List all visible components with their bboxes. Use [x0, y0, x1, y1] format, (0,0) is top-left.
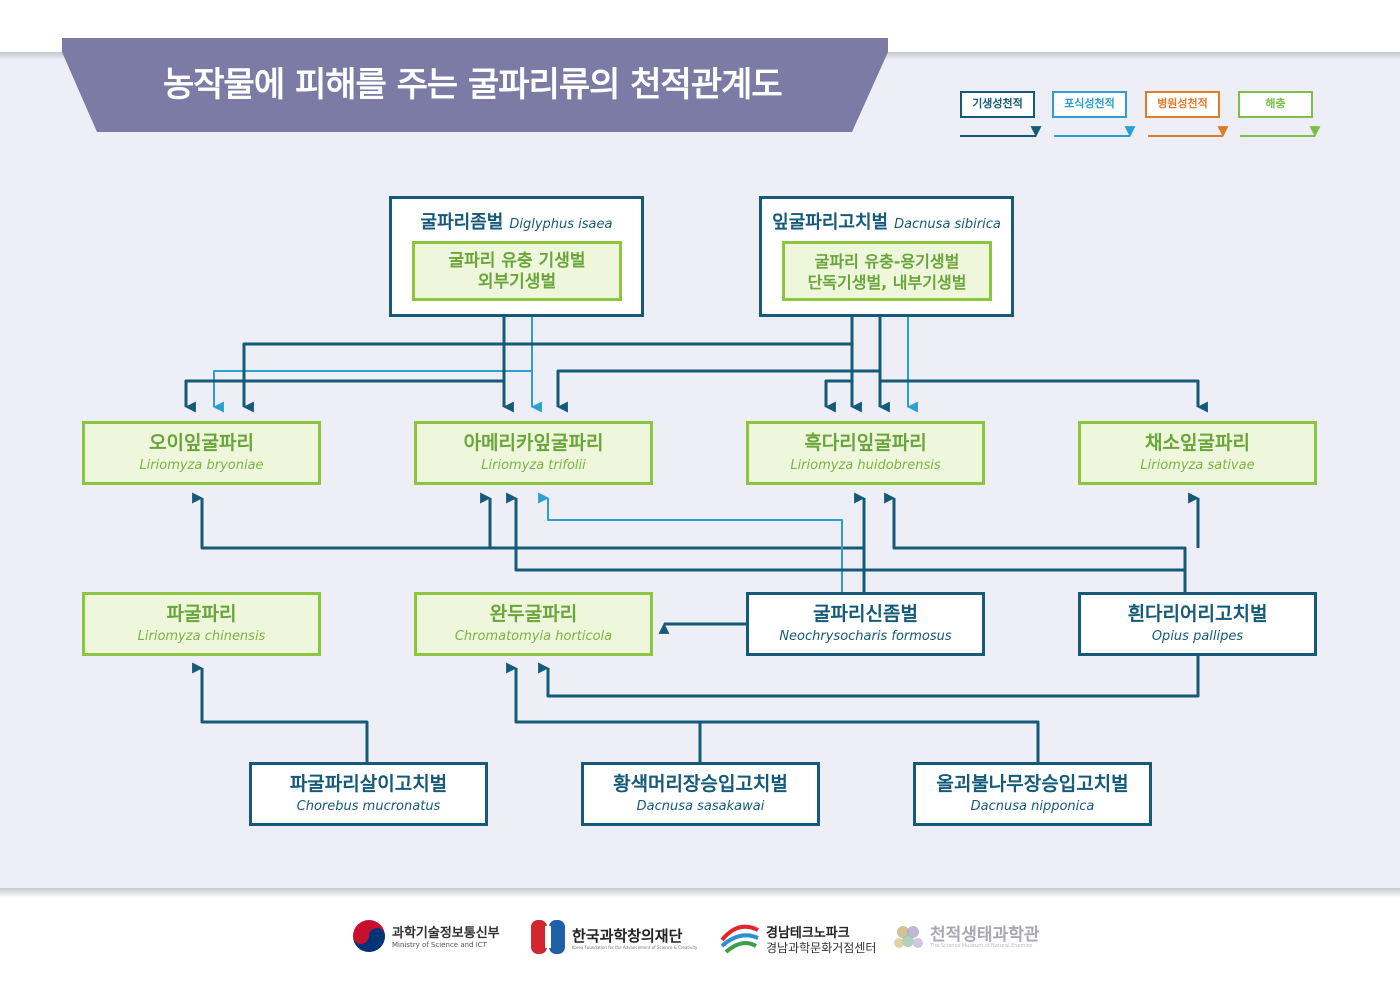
pest-sci: Liriomyza huidobrensis — [790, 458, 941, 473]
museum-en: The Science Museum of Natural Enemies — [930, 943, 1033, 949]
legend-parasitic-label: 기생성천적 — [972, 97, 1023, 110]
pest-liriomyza-huidobrensis: 흑다리잎굴파리 Liriomyza huidobrensis — [746, 421, 985, 485]
edge-formosus-to-trifolii — [480, 492, 864, 550]
enemy-name: 파굴파리살이고치벌 — [289, 773, 448, 795]
pest-sci: Liriomyza trifolii — [481, 458, 586, 473]
enemy-dacnusa-nipponica: 올괴불나무장승입고치벌 Dacnusa nipponica — [913, 762, 1152, 826]
legend-predatory-label: 포식성천적 — [1064, 97, 1115, 110]
pest-name: 오이잎굴파리 — [149, 432, 254, 454]
legend-predatory: 포식성천적 — [1052, 91, 1127, 118]
gntp-kr: 경남테크노파크 — [766, 926, 850, 941]
pest-name: 아메리카잎굴파리 — [463, 432, 604, 454]
enemy-sci: Chorebus mucronatus — [296, 799, 441, 814]
edge-nipponica-to-horticola — [700, 720, 1040, 764]
enemy-sci: Dacnusa nipponica — [970, 799, 1095, 814]
edge-sibirica-to-sativae — [880, 379, 1208, 413]
enemy-name: 굴파리신좀벌 — [813, 603, 918, 625]
enemy-sci: Neochrysocharis formosus — [779, 629, 952, 644]
footer-shadow-bar — [0, 888, 1400, 898]
enemy-sibirica-desc: 굴파리 유충-용기생벌 단독기생벌, 내부기생벌 — [782, 241, 992, 301]
museum-hexagon-icon — [894, 926, 923, 948]
pest-liriomyza-sativae: 채소잎굴파리 Liriomyza sativae — [1078, 421, 1317, 485]
enemy-chorebus-mucronatus: 파굴파리살이고치벌 Chorebus mucronatus — [249, 762, 488, 826]
enemy-diglyphus-title: 굴파리좀벌 Diglyphus isaea — [392, 208, 641, 234]
edge-pallipes-to-horticola — [538, 655, 1200, 698]
enemy-dacnusa-sasakawai: 황색머리장승입고치벌 Dacnusa sasakawai — [581, 762, 820, 826]
gntp-swirl-icon — [720, 924, 759, 954]
enemy-neochrysocharis-formosus: 굴파리신좀벌 Neochrysocharis formosus — [746, 592, 985, 656]
gntp-center: 경남과학문화거점센터 — [766, 941, 877, 955]
pest-name: 흑다리잎굴파리 — [804, 432, 927, 454]
edge-pallipes-to-huidobrensis — [884, 492, 1187, 570]
pest-name: 완두굴파리 — [489, 603, 578, 625]
edge-sasakawai-to-horticola — [506, 662, 702, 764]
legend-pathogenic-label: 병원성천적 — [1157, 97, 1208, 110]
pest-chromatomyia-horticola: 완두굴파리 Chromatomyia horticola — [414, 592, 653, 656]
legend-pathogenic: 병원성천적 — [1145, 91, 1220, 118]
enemy-name: 흰다리어리고치벌 — [1127, 603, 1268, 625]
pest-sci: Liriomyza chinensis — [137, 629, 266, 644]
enemy-name: 올괴불나무장승입고치벌 — [936, 773, 1129, 795]
msit-en: Ministry of Science and ICT — [392, 941, 487, 949]
enemy-diglyphus-isaea: 굴파리좀벌 Diglyphus isaea 굴파리 유충 기생벌 외부기생벌 — [389, 196, 644, 317]
legend-parasitic: 기생성천적 — [960, 91, 1035, 118]
edge-mucronatus-to-chinensis — [192, 662, 369, 764]
enemy-diglyphus-desc: 굴파리 유충 기생벌 외부기생벌 — [412, 241, 622, 301]
pest-name: 채소잎굴파리 — [1145, 432, 1250, 454]
desc-line-1: 굴파리 유충 기생벌 — [448, 251, 586, 271]
taegeuk-icon — [353, 920, 385, 952]
enemy-opius-pallipes: 흰다리어리고치벌 Opius pallipes — [1078, 592, 1317, 656]
desc-line-1: 굴파리 유충-용기생벌 — [814, 252, 960, 271]
edge-sibirica-to-huidobrensis-3 — [824, 379, 852, 413]
enemy-sci: Opius pallipes — [1151, 629, 1244, 644]
msit-kr: 과학기술정보통신부 — [392, 926, 500, 941]
pest-sci: Liriomyza bryoniae — [139, 458, 264, 473]
desc-line-2: 외부기생벌 — [477, 272, 557, 292]
enemy-sibirica-title: 잎굴파리고치벌 Dacnusa sibirica — [762, 208, 1011, 234]
edge-formosus-pred-trifolii — [538, 492, 843, 594]
kofac-emblem-icon — [531, 920, 565, 954]
kofac-en: Korea Foundation for the Advancement of … — [572, 945, 698, 950]
pest-name: 파굴파리 — [166, 603, 237, 625]
pest-sci: Chromatomyia horticola — [454, 629, 613, 644]
pest-liriomyza-chinensis: 파굴파리 Liriomyza chinensis — [82, 592, 321, 656]
edge-pallipes-to-trifolii — [506, 492, 1187, 594]
title-ribbon — [62, 38, 888, 132]
desc-line-2: 단독기생벌, 내부기생벌 — [807, 273, 967, 292]
pest-liriomyza-trifolii: 아메리카잎굴파리 Liriomyza trifolii — [414, 421, 653, 485]
legend-pest-label: 해충 — [1265, 97, 1286, 110]
edge-diglyphus-to-bryoniae — [184, 316, 506, 413]
enemy-name: 잎굴파리고치벌 — [772, 212, 889, 233]
enemy-sci: Dacnusa sibirica — [894, 217, 1001, 232]
pest-sci: Liriomyza sativae — [1140, 458, 1255, 473]
legend-pest: 해충 — [1238, 91, 1313, 118]
edge-sibirica-to-trifolii — [556, 316, 882, 413]
enemy-name: 황색머리장승입고치벌 — [613, 773, 788, 795]
kofac-kr: 한국과학창의재단 — [572, 927, 683, 945]
enemy-sci: Dacnusa sasakawai — [636, 799, 765, 814]
enemy-dacnusa-sibirica: 잎굴파리고치벌 Dacnusa sibirica 굴파리 유충-용기생벌 단독기생… — [759, 196, 1014, 317]
enemy-sci: Diglyphus isaea — [509, 217, 613, 232]
edge-formosus-to-bryoniae — [192, 492, 866, 594]
edge-diglyphus-pred-bryoniae — [212, 316, 533, 413]
enemy-name: 굴파리좀벌 — [420, 212, 504, 233]
edge-sibirica-to-bryoniae — [242, 316, 854, 413]
museum-kr: 천적생태과학관 — [930, 925, 1040, 945]
pest-liriomyza-bryoniae: 오이잎굴파리 Liriomyza bryoniae — [82, 421, 321, 485]
page-title: 농작물에 피해를 주는 굴파리류의 천적관계도 — [163, 65, 783, 105]
